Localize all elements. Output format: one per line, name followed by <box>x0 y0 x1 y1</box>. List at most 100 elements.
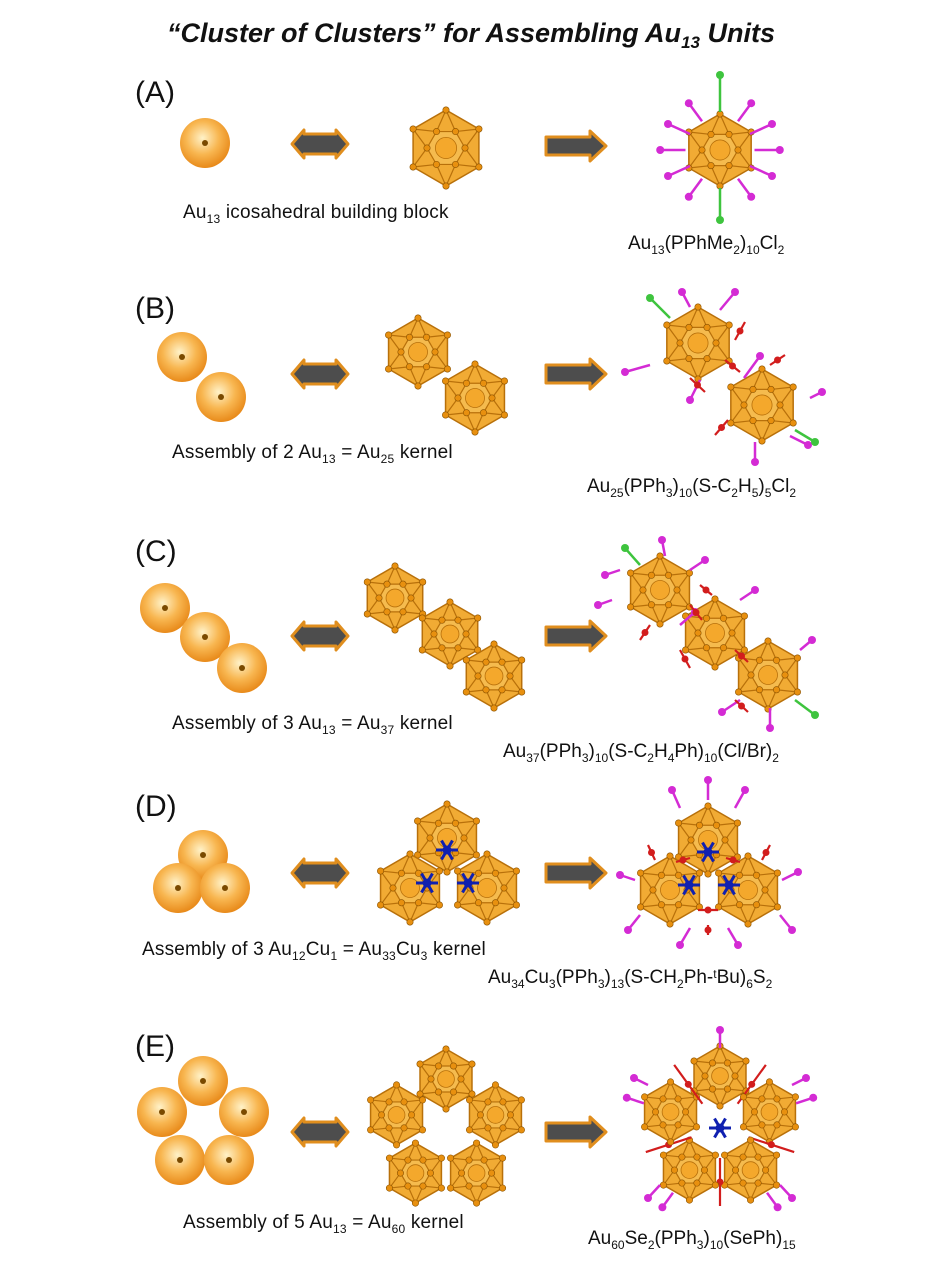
icosahedron <box>659 1136 719 1204</box>
panel-label-e: (E) <box>135 1030 175 1063</box>
ligand <box>749 164 776 180</box>
ligand <box>794 699 819 719</box>
panel-label-a: (A) <box>135 76 175 109</box>
ligand <box>624 914 641 934</box>
au13-icosahedron <box>385 1139 445 1207</box>
ligand <box>594 598 613 609</box>
ligand <box>664 120 691 136</box>
ligand <box>751 442 759 466</box>
au13-sphere <box>219 1087 269 1137</box>
ligand <box>621 544 641 566</box>
icosahedron <box>627 552 693 628</box>
au13-sphere <box>157 332 207 382</box>
sulfur-atom <box>702 586 710 594</box>
au13-sphere <box>180 612 230 662</box>
ligand <box>704 776 712 800</box>
au13-icosahedron <box>447 1139 507 1207</box>
au13-icosahedron <box>465 1081 525 1149</box>
sulfur-atom <box>648 849 655 856</box>
sulfur-atom <box>692 609 700 616</box>
ligand <box>646 294 671 319</box>
double-arrow-icon <box>290 358 350 390</box>
sulfur-atom <box>748 1080 756 1088</box>
caption-c: Assembly of 3 Au13 = Au37 kernel <box>172 713 453 737</box>
au13-ligated-icosahedron <box>685 110 755 190</box>
ligand <box>736 178 756 201</box>
panel-label-b: (B) <box>135 292 175 325</box>
caption-e: Assembly of 5 Au13 = Au60 kernel <box>183 1212 464 1236</box>
ligand <box>749 120 776 136</box>
ligand <box>719 288 739 311</box>
ligand <box>781 868 802 882</box>
ligand <box>809 388 826 400</box>
sulfur-atom <box>704 906 712 914</box>
ligand <box>799 636 816 651</box>
ligand <box>601 568 621 579</box>
caption-a: Au13 icosahedral building block <box>183 202 449 226</box>
au13-sphere <box>155 1135 205 1185</box>
sulfur-atom <box>684 1080 692 1088</box>
copper-star-5 <box>678 874 700 896</box>
icosahedron <box>735 637 801 713</box>
sulfur-atom <box>767 1141 775 1149</box>
au13-sphere <box>204 1135 254 1185</box>
ligand <box>766 708 774 732</box>
icosahedron <box>462 640 526 712</box>
ligand <box>716 188 724 224</box>
sulfur-atom <box>774 356 781 364</box>
sulfur-atom <box>694 381 701 389</box>
double-arrow-icon <box>290 128 350 160</box>
ligand <box>733 786 749 809</box>
formula-b: Au25(PPh3)10(S-C2H5)5Cl2 <box>587 476 797 500</box>
ligand <box>779 914 796 934</box>
ligand <box>794 428 819 446</box>
ligand <box>678 288 692 308</box>
ligand <box>689 556 709 572</box>
ligand <box>658 536 667 557</box>
panel-label-c: (C) <box>135 535 177 568</box>
au13-sphere <box>178 1056 228 1106</box>
au13-sphere <box>196 372 246 422</box>
icosahedron <box>418 598 482 670</box>
sulfur-atom <box>681 655 689 663</box>
icosahedron <box>675 802 741 878</box>
ligand <box>736 99 756 122</box>
right-arrow-icon <box>544 619 608 653</box>
icosahedron <box>454 850 520 926</box>
ligand <box>684 99 704 122</box>
sulfur-atom <box>738 702 745 710</box>
icosahedron <box>663 303 733 383</box>
caption-d: Assembly of 3 Au12Cu1 = Au33Cu3 kernel <box>142 939 486 963</box>
ligand <box>668 786 682 809</box>
au13-sphere <box>140 583 190 633</box>
formula-a: Au13(PPhMe2)10Cl2 <box>628 233 785 257</box>
ligand <box>656 146 686 154</box>
icosahedron <box>385 314 451 390</box>
copper-star-3 <box>457 872 479 894</box>
figure-title: “Cluster of Clusters” for Assembling Au1… <box>166 18 775 52</box>
ligand <box>742 352 764 379</box>
au13-sphere <box>137 1087 187 1137</box>
au13-sphere <box>153 863 203 913</box>
selenium-center <box>709 1117 731 1139</box>
ligand <box>791 1074 810 1087</box>
icosahedron <box>682 595 748 671</box>
caption-b: Assembly of 2 Au13 = Au25 kernel <box>172 442 453 466</box>
sulfur-atom <box>738 652 745 660</box>
ligand <box>684 178 704 201</box>
ligand <box>664 164 691 180</box>
ligand <box>622 1093 645 1105</box>
sulfur-atom <box>679 856 687 864</box>
ligand <box>630 1074 649 1087</box>
sulfur-atom <box>641 629 649 636</box>
icosahedron <box>363 562 427 634</box>
copper-star-2 <box>416 872 438 894</box>
ligand <box>621 363 651 376</box>
formula-c: Au37(PPh3)10(S-C2H4Ph)10(Cl/Br)2 <box>503 741 779 765</box>
au13-sphere <box>180 118 230 168</box>
au13-sphere <box>217 643 267 693</box>
icosahedron <box>721 1136 781 1204</box>
right-arrow-icon <box>544 1115 608 1149</box>
ligand <box>789 434 812 449</box>
